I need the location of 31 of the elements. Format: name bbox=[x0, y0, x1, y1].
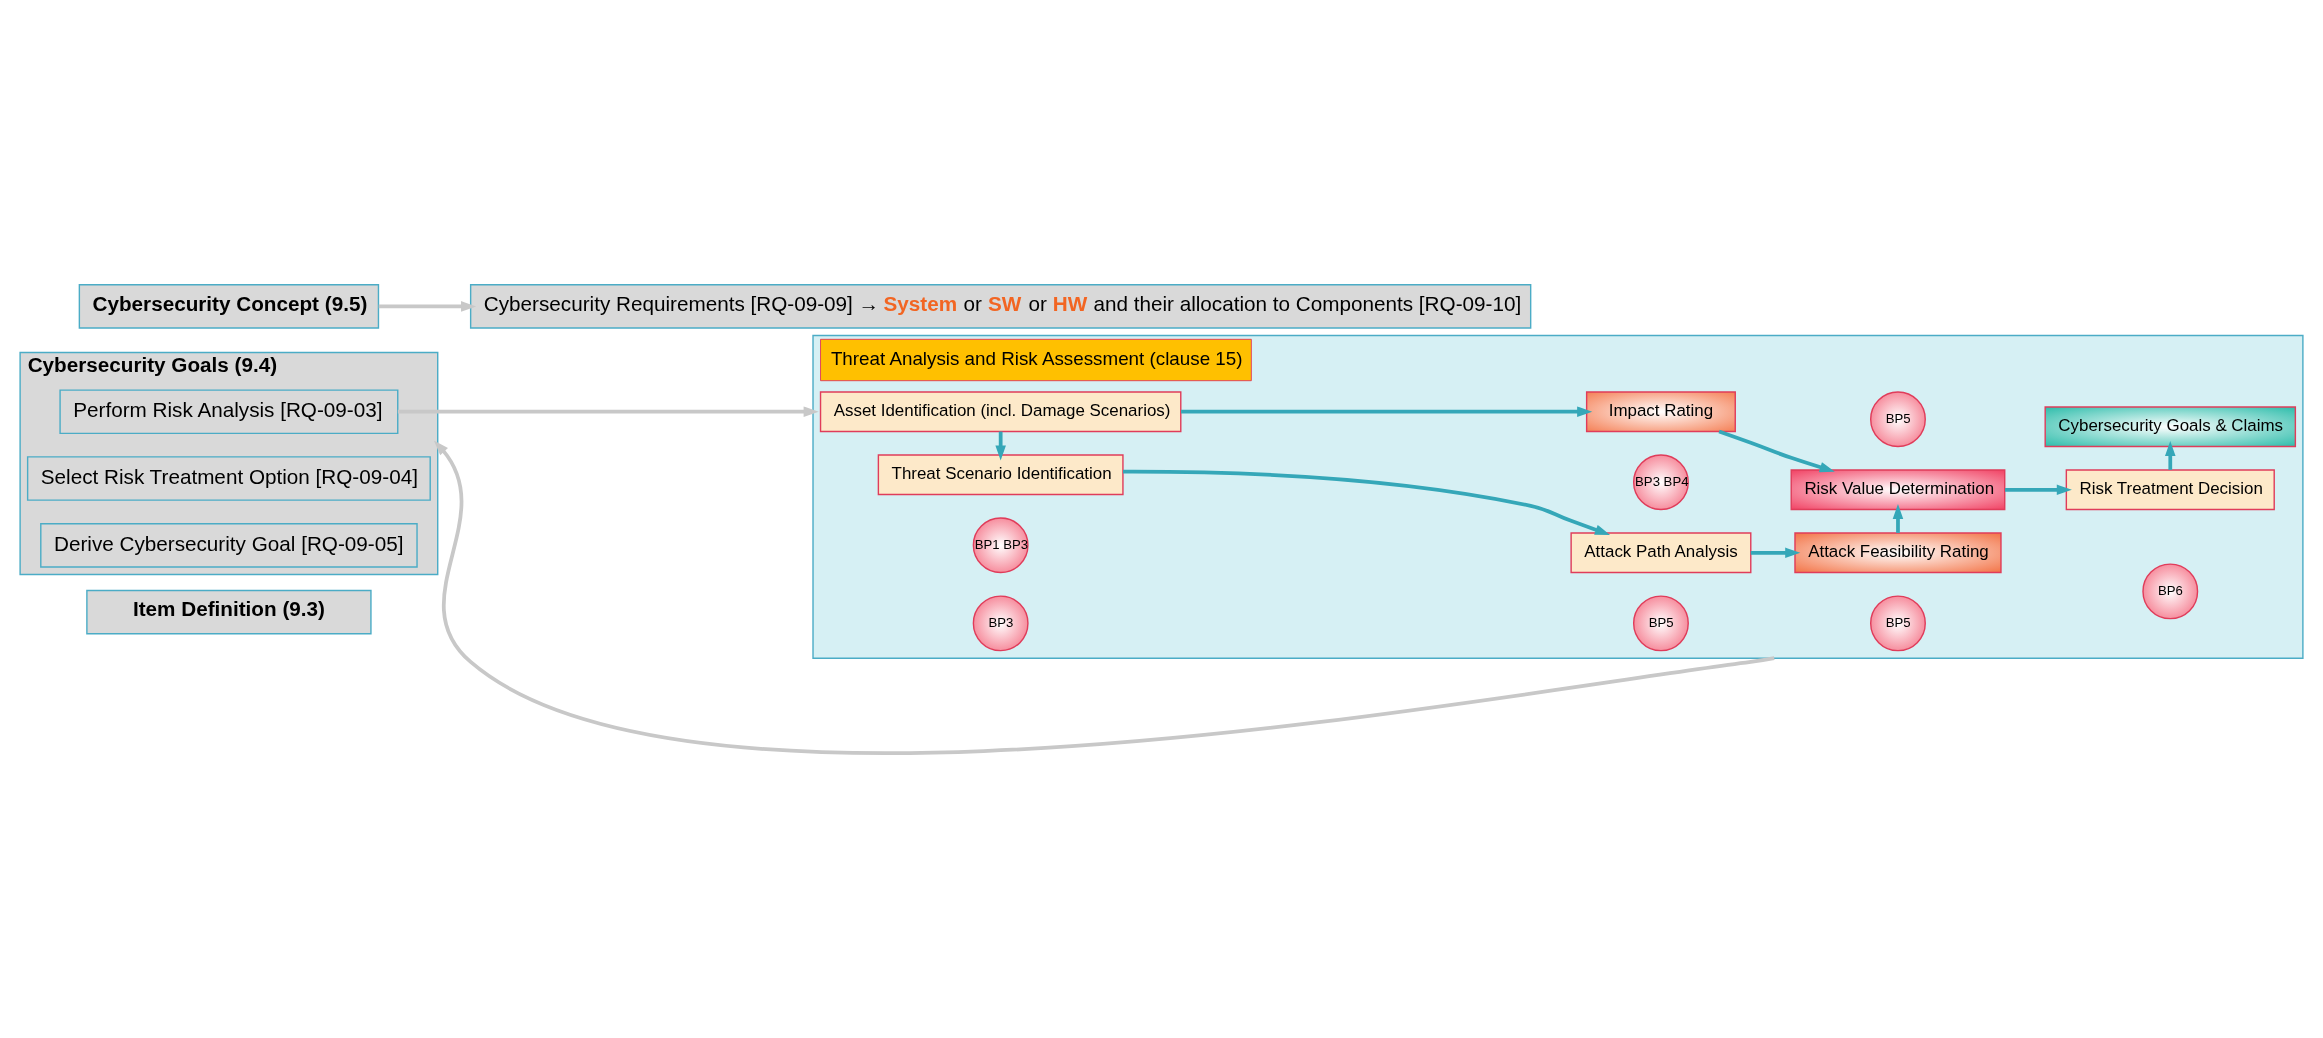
node-box: Select Risk Treatment Option [RQ-09-04] bbox=[26, 456, 431, 501]
node-box: Asset Identification (incl. Damage Scenarios) bbox=[819, 391, 1182, 433]
node-circle: BP3 bbox=[972, 595, 1029, 652]
node-box: Risk Treatment Decision bbox=[2065, 469, 2275, 511]
arrow bbox=[1750, 547, 1801, 559]
node-box: Attack Feasibility Rating bbox=[1794, 532, 2002, 574]
node-circle: BP5 bbox=[1870, 595, 1926, 652]
node-box: Cybersecurity Requirements [RQ-09-09] → System or SW or HW and their allocation to Components [RQ-09-10] bbox=[469, 284, 1532, 329]
arrow bbox=[378, 301, 477, 312]
node-circle: BP3 BP4 bbox=[1632, 454, 1689, 511]
arrow bbox=[433, 440, 1775, 755]
node-box: Impact Rating bbox=[1585, 391, 1736, 433]
node-box: Derive Cybersecurity Goal [RQ-09-05] bbox=[40, 522, 418, 568]
node-box: Attack Path Analysis bbox=[1570, 532, 1752, 574]
node-box: Perform Risk Analysis [RQ-09-03] bbox=[59, 389, 399, 435]
node-box: Cybersecurity Concept (9.5) bbox=[78, 284, 380, 329]
node-circle: BP5 bbox=[1632, 595, 1689, 652]
arrow bbox=[1122, 469, 1611, 535]
arrow bbox=[397, 406, 819, 417]
node-box: Threat Scenario Identification bbox=[877, 454, 1124, 496]
node-circle: BP6 bbox=[2142, 563, 2199, 620]
arrow bbox=[2005, 484, 2072, 496]
arrow bbox=[1181, 406, 1593, 417]
arrow bbox=[1892, 503, 1904, 533]
node-box: Risk Value Determination bbox=[1790, 469, 2006, 511]
arrow bbox=[2165, 440, 2176, 470]
arrow bbox=[1718, 429, 1835, 473]
node-box: Item Definition (9.3) bbox=[86, 589, 372, 635]
node-circle: BP1 BP3 bbox=[972, 517, 1029, 574]
node-box: Cybersecurity Goals & Claims bbox=[2044, 406, 2297, 448]
node-circle: BP5 bbox=[1870, 391, 1926, 448]
